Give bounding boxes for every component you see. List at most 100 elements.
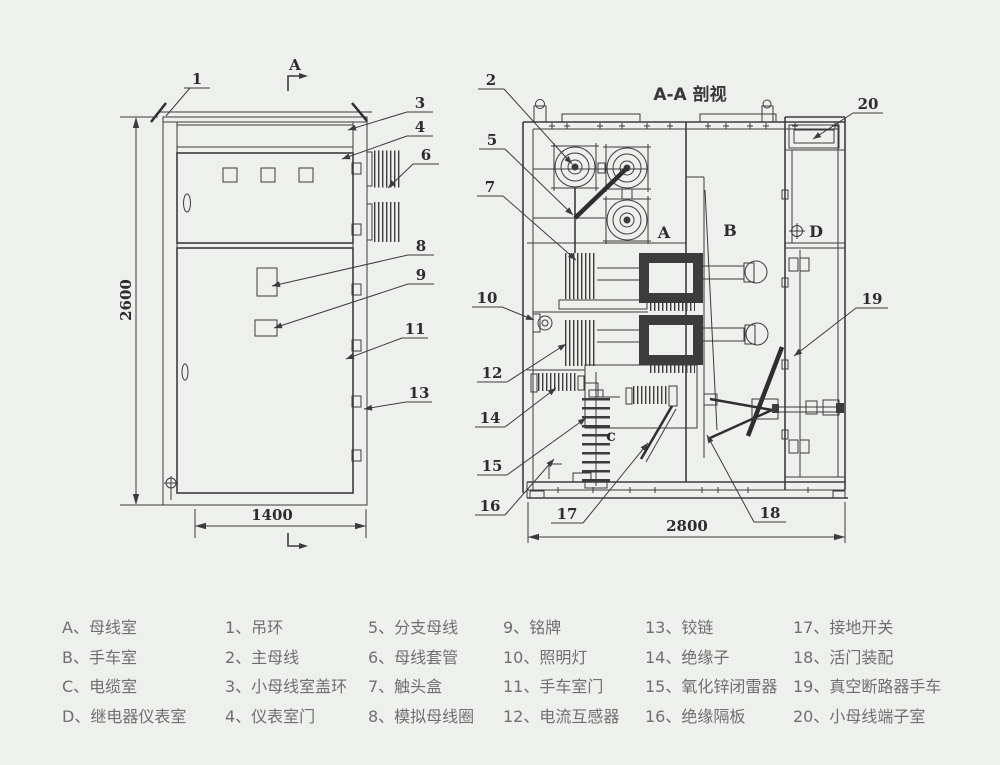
section-marker-top: A	[287, 56, 308, 91]
callout-4: 4	[415, 118, 425, 136]
legend: A、母线室 B、手车室 C、电缆室 D、继电器仪表室 1、吊环 2、主母线 3、…	[0, 613, 1000, 753]
room-a-label: A	[657, 223, 671, 242]
legend-item-room-a: A、母线室	[62, 618, 137, 637]
callout-3: 3	[415, 94, 425, 112]
mimic-bus-plate	[256, 267, 278, 297]
corner-weld-tick	[150, 102, 167, 123]
front-callouts: 1 3 4 6 8 9 11	[165, 70, 439, 411]
legend-item-room-c: C、电缆室	[62, 677, 138, 696]
small-bus-terminal-box	[788, 124, 840, 149]
callout-15: 15	[482, 457, 503, 475]
legend-item-19: 19、真空断路器手车	[793, 677, 942, 696]
legend-item-3: 3、小母线室盖环	[225, 677, 348, 696]
legend-item-12: 12、电流互感器	[503, 706, 620, 726]
legend-item-8: 8、模拟母线圈	[368, 706, 475, 726]
callout-8: 8	[416, 237, 426, 255]
callout-14: 14	[480, 409, 501, 427]
legend-item-5: 5、分支母线	[368, 618, 459, 637]
small-busbar-cover	[176, 124, 354, 148]
dim-section-depth: 2800	[527, 502, 846, 543]
legend-item-13: 13、铰链	[645, 618, 714, 637]
door-handle	[183, 193, 191, 213]
section-marker-bottom	[287, 533, 308, 549]
section-title: A-A 剖视	[653, 84, 726, 105]
legend-column-9-12: 9、铭牌 10、照明灯 11、手车室门 12、电流互感器	[503, 613, 619, 731]
room-d-marker: D	[789, 222, 823, 241]
legend-column-rooms: A、母线室 B、手车室 C、电缆室 D、继电器仪表室	[62, 613, 186, 731]
legend-item-room-b: B、手车室	[62, 647, 137, 667]
earthing-switch-link	[639, 405, 674, 460]
corner-weld-tick	[351, 102, 368, 122]
legend-item-9: 9、铭牌	[503, 618, 562, 637]
dim-front-width: 1400	[194, 506, 367, 538]
indicator-window	[260, 167, 276, 183]
top-cover-plate	[561, 113, 641, 123]
front-view: A 2600 1400 1	[117, 56, 439, 549]
room-c-label: c	[606, 426, 616, 445]
ground-symbol	[164, 476, 178, 500]
callout-16: 16	[480, 497, 501, 515]
callout-10: 10	[477, 289, 498, 307]
lifting-lug	[533, 99, 547, 123]
legend-item-17: 17、接地开关	[793, 618, 894, 637]
breaker-room-door	[176, 247, 354, 494]
relay-instrument-column	[781, 116, 846, 490]
room-d-label: D	[809, 222, 823, 241]
legend-item-20: 20、小母线端子室	[793, 706, 926, 726]
callout-17: 17	[557, 505, 578, 523]
callout-12: 12	[482, 364, 503, 382]
indicator-window	[298, 167, 314, 183]
legend-item-4: 4、仪表室门	[225, 706, 316, 726]
section-view: A-A 剖视	[472, 71, 888, 543]
callout-7: 7	[485, 178, 495, 196]
callout-18: 18	[760, 504, 781, 522]
engineering-drawing: A 2600 1400 1	[117, 56, 888, 549]
door-handle	[181, 363, 189, 381]
hinges	[351, 162, 362, 462]
top-cover-plate	[699, 113, 777, 123]
section-marker-letter: A	[288, 56, 301, 74]
base-ticks	[555, 487, 811, 493]
lamp	[532, 313, 553, 333]
legend-item-18: 18、活门装配	[793, 647, 894, 667]
legend-item-room-d: D、继电器仪表室	[62, 706, 187, 726]
legend-item-6: 6、母线套管	[368, 647, 459, 667]
legend-column-13-16: 13、铰链 14、绝缘子 15、氧化锌闭雷器 16、绝缘隔板	[645, 613, 777, 731]
legend-item-2: 2、主母线	[225, 647, 300, 667]
legend-item-15: 15、氧化锌闭雷器	[645, 677, 778, 696]
callout-11: 11	[405, 320, 426, 338]
dim-front-height: 2600	[117, 116, 195, 506]
cable-room	[530, 364, 698, 489]
contact-boxes	[597, 253, 769, 373]
legend-column-1-4: 1、吊环 2、主母线 3、小母线室盖环 4、仪表室门	[225, 613, 347, 731]
main-busbar-assembly	[533, 143, 651, 253]
legend-item-7: 7、触头盒	[368, 677, 443, 696]
dim-1400: 1400	[251, 506, 293, 524]
legend-item-10: 10、照明灯	[503, 647, 588, 667]
indicator-window	[222, 167, 238, 183]
callout-2: 2	[486, 71, 496, 89]
callout-5: 5	[487, 131, 497, 149]
callout-20: 20	[858, 95, 879, 113]
room-b-label: B	[723, 221, 737, 240]
surge-arrester	[582, 372, 610, 489]
legend-column-17-20: 17、接地开关 18、活门装配 19、真空断路器手车 20、小母线端子室	[793, 613, 941, 731]
legend-item-1: 1、吊环	[225, 618, 284, 637]
legend-column-5-8: 5、分支母线 6、母线套管 7、触头盒 8、模拟母线圈	[368, 613, 474, 731]
callout-13: 13	[409, 384, 430, 402]
callout-1: 1	[192, 70, 202, 88]
dim-2600: 2600	[117, 279, 135, 321]
callout-19: 19	[862, 290, 883, 308]
section-callouts: 2 5 7 10 12 14 15	[472, 71, 888, 524]
legend-item-11: 11、手车室门	[503, 677, 604, 696]
lifting-lug	[761, 99, 774, 123]
nameplate	[254, 319, 278, 337]
dim-2800: 2800	[666, 517, 708, 535]
current-transformer-bay	[527, 242, 686, 371]
instrument-door	[176, 152, 354, 244]
breaker-truck-mechanism	[703, 346, 844, 440]
legend-item-16: 16、绝缘隔板	[645, 706, 746, 726]
callout-6: 6	[421, 146, 431, 164]
busbar-bushings	[366, 150, 402, 242]
